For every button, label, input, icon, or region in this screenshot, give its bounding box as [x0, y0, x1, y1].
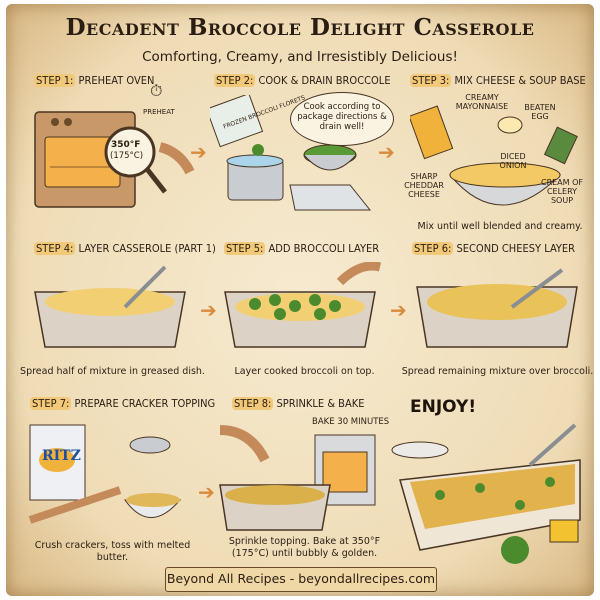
sprinkle-bake-illustration [219, 425, 376, 531]
page-title: Decadent Broccole Delight Casserole [65, 14, 535, 41]
step-4-heading: STEP 4: LAYER CASSEROLE (PART 1) [34, 242, 216, 255]
step-number: STEP 3: [410, 74, 452, 87]
page-subtitle: Comforting, Creamy, and Irresistibly Del… [142, 49, 458, 65]
step-7-heading: STEP 7: PREPARE CRACKER TOPPING [30, 397, 215, 410]
step-number: STEP 7: [30, 397, 72, 410]
step-label: ADD BROCCOLI LAYER [268, 242, 380, 255]
step-3-heading: STEP 3: MIX CHEESE & SOUP BASE [410, 74, 586, 87]
step-number: STEP 6: [412, 242, 454, 255]
step-number: STEP 2: [214, 74, 256, 87]
step-6-caption: Spread remaining mixture over broccoli. [401, 366, 594, 377]
arrow-icon: ➔ [190, 140, 207, 164]
step-5-heading: STEP 5: ADD BROCCOLI LAYER [224, 242, 379, 255]
step-6-heading: STEP 6: SECOND CHEESY LAYER [412, 242, 575, 255]
ritz-logo: RITZ [42, 448, 81, 464]
step-1-heading: STEP 1: PREHEAT OVEN [34, 74, 154, 87]
preheat-label: PREHEAT [143, 108, 175, 116]
footer-banner: Beyond All Recipes - beyondallrecipes.co… [165, 567, 437, 592]
bake-time-label: BAKE 30 MINUTES [312, 417, 390, 427]
step-7-caption: Crush crackers, toss with melted butter. [34, 540, 191, 563]
step-number: STEP 8: [232, 397, 274, 410]
step-3-caption: Mix until well blended and creamy. [417, 221, 583, 232]
step-2-heading: STEP 2: COOK & DRAIN BROCCOLE [214, 74, 391, 87]
step-label: PREHEAT OVEN [78, 74, 155, 87]
step-label: MIX CHEESE & SOUP BASE [454, 74, 586, 87]
cracker-topping-illustration [28, 424, 182, 524]
step-label: PREPARE CRACKER TOPPING [74, 397, 216, 410]
step-8-caption: Sprinkle topping. Bake at 350°F (175°C) … [228, 536, 381, 559]
step-number: STEP 5: [224, 242, 266, 255]
onion-label: DICED ONION [499, 152, 527, 170]
egg-label: BEATEN EGG [524, 103, 556, 121]
casserole-dish-layer-2 [416, 268, 578, 348]
mayonnaise-label: CREAMY MAYONNAISE [455, 93, 509, 111]
arrow-icon: ➔ [378, 140, 395, 164]
step-4-caption: Spread half of mixture in greased dish. [20, 366, 205, 377]
soup-label: CREAM OF CELERY SOUP [540, 178, 583, 205]
step-label: SPRINKLE & BAKE [276, 397, 365, 410]
step-label: LAYER CASSEROLE (PART 1) [78, 242, 216, 255]
thought-bubble: Cook according to package directions & d… [290, 92, 394, 146]
step-label: COOK & DRAIN BROCCOLE [258, 74, 391, 87]
step-label: SECOND CHEESY LAYER [456, 242, 576, 255]
stopwatch-icon: ⏱ [150, 81, 163, 100]
casserole-dish-layer-1 [34, 265, 186, 348]
step-number: STEP 4: [34, 242, 76, 255]
temp-c: (175°C) [110, 151, 144, 161]
finished-casserole-illustration [391, 423, 581, 564]
enjoy-heading: ENJOY! [410, 397, 477, 417]
arrow-icon: ➔ [200, 298, 217, 322]
step-8-heading: STEP 8: SPRINKLE & BAKE [232, 397, 364, 410]
arrow-icon: ➔ [198, 480, 215, 504]
temp-f: 350°F [111, 140, 141, 150]
step-number: STEP 1: [34, 74, 76, 87]
step-5-caption: Layer cooked broccoli on top. [234, 366, 375, 377]
pot-and-colander-illustration [210, 95, 372, 211]
oven-illustration [34, 111, 195, 208]
arrow-icon: ➔ [390, 298, 407, 322]
mixing-bowl-illustration [410, 105, 578, 206]
cheese-label: SHARP CHEDDAR CHEESE [404, 172, 444, 199]
casserole-dish-broccoli [224, 262, 382, 348]
